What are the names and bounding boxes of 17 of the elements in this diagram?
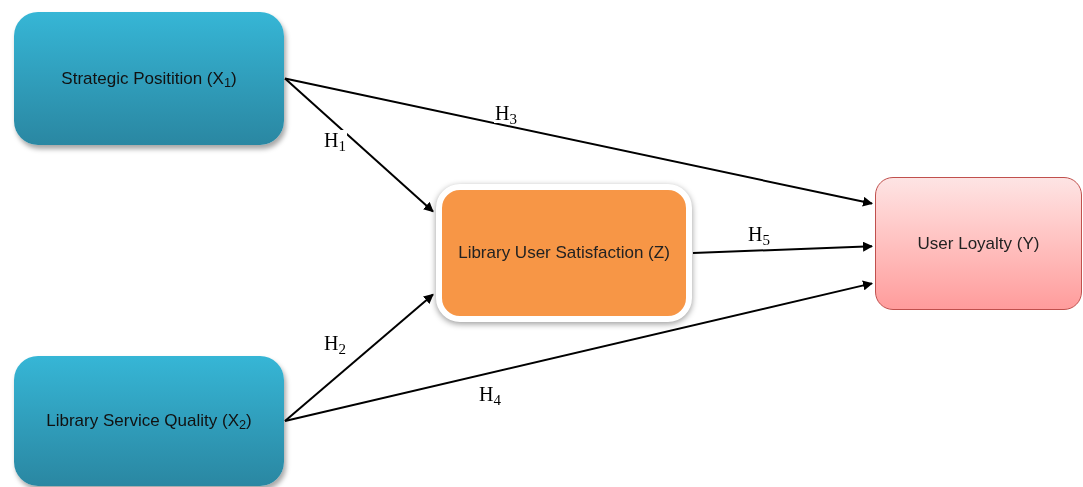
variable-box [14, 12, 284, 145]
edge-label: H$_{4}$ [478, 384, 502, 404]
node-label: User Loyalty (Y) [917, 232, 1040, 255]
arrow [284, 293, 434, 422]
edge-label: H$_{1}$ [323, 130, 347, 150]
edge-label: H$_{3}$ [494, 103, 518, 123]
outcome-box [875, 177, 1082, 310]
node-label: Library User Satisfaction (Z) [458, 242, 670, 264]
arrow [284, 77, 434, 213]
edge-label: H$_{5}$ [747, 224, 771, 244]
node-label: Library Service Quality (X$_{2}$) [46, 410, 252, 435]
arrow [284, 280, 873, 422]
variable-box [14, 356, 284, 486]
arrow [692, 241, 873, 254]
edge-label: H$_{2}$ [323, 333, 347, 353]
arrow [284, 77, 873, 207]
node-label: Strategic Positition (X$_{1}$) [61, 67, 237, 92]
